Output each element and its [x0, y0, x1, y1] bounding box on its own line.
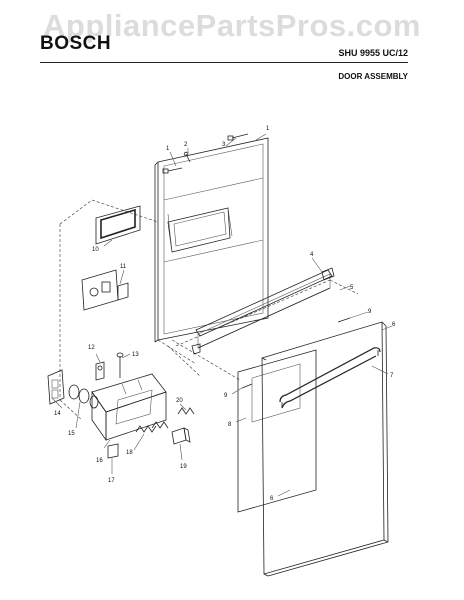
gasket-frame — [95, 205, 141, 245]
screws-9 — [241, 317, 351, 389]
callout-6a: 6 — [392, 322, 396, 328]
callout-1b: 1 — [266, 126, 270, 132]
latch-housing — [91, 373, 167, 442]
inner-door-panel — [154, 137, 269, 343]
callout-5: 5 — [350, 285, 354, 291]
springs — [135, 407, 195, 433]
callout-9b: 9 — [224, 393, 228, 399]
callout-12: 12 — [88, 345, 95, 351]
model-number: SHU 9955 UC/12 — [338, 48, 408, 58]
callout-14: 14 — [54, 411, 61, 417]
switch — [171, 427, 191, 445]
middle-panel — [237, 349, 317, 513]
dispenser-cover — [81, 269, 129, 311]
callout-1a: 1 — [166, 146, 170, 152]
seal-rings — [68, 384, 99, 409]
callout-20: 20 — [176, 398, 183, 404]
leader-lines — [51, 133, 393, 497]
callout-11: 11 — [120, 264, 127, 270]
callout-4: 4 — [310, 252, 314, 258]
callout-13: 13 — [132, 352, 139, 358]
brand-logo: BOSCH — [40, 33, 112, 54]
section-title: DOOR ASSEMBLY — [338, 72, 408, 81]
watermark: AppliancePartsPros.com — [43, 8, 421, 43]
latch-cover — [47, 369, 65, 405]
callout-10: 10 — [92, 247, 99, 253]
explode-guides — [59, 199, 241, 421]
callout-17: 17 — [108, 478, 115, 484]
callout-6b: 6 — [270, 496, 274, 502]
callout-3: 3 — [222, 142, 226, 148]
callout-16: 16 — [96, 458, 103, 464]
screws-top — [162, 133, 249, 174]
callout-7: 7 — [390, 373, 394, 379]
outer-door-panel — [261, 321, 389, 577]
callout-15: 15 — [68, 431, 75, 437]
callout-2: 2 — [184, 142, 188, 148]
header-divider — [40, 62, 408, 63]
handle-strip — [191, 267, 335, 355]
callout-9a: 9 — [368, 309, 372, 315]
door-handle — [279, 347, 381, 409]
callout-8: 8 — [228, 422, 232, 428]
block-17 — [107, 443, 119, 459]
pin — [95, 361, 105, 381]
door-frame-outline — [175, 279, 359, 347]
callout-labels: 1 2 3 1 10 11 4 5 9 6 12 13 7 14 15 9 20… — [54, 126, 396, 502]
screw-13 — [116, 352, 124, 378]
callout-18: 18 — [126, 450, 133, 456]
callout-19: 19 — [180, 464, 187, 470]
